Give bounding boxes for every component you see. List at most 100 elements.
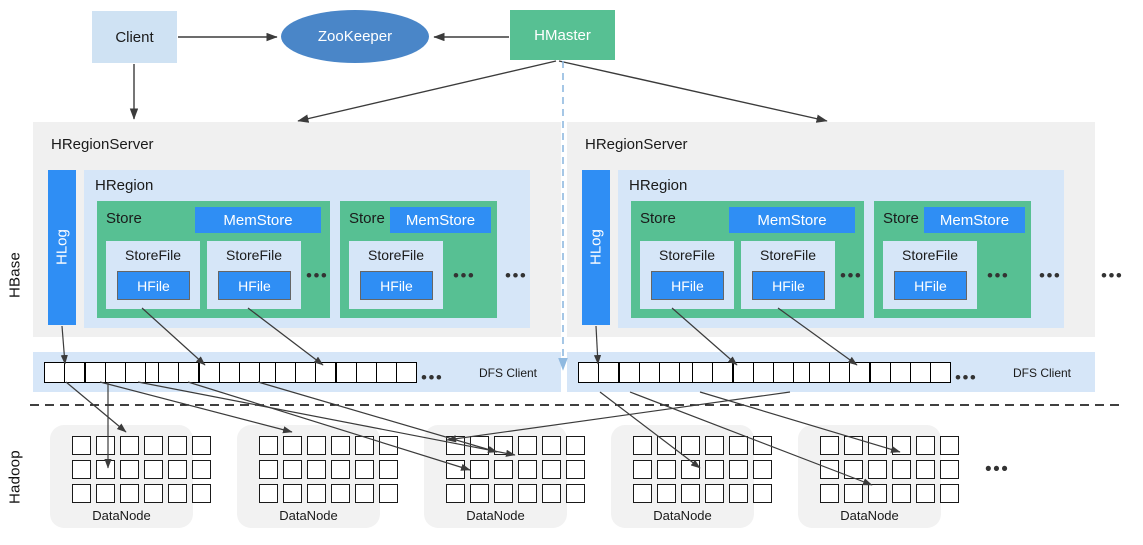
block-cell[interactable] xyxy=(712,362,733,383)
store-label: Store xyxy=(883,210,919,227)
datanode-block xyxy=(470,484,489,503)
store-2-2[interactable]: Store MemStore StoreFile HFile ••• xyxy=(874,201,1031,318)
block-cell[interactable] xyxy=(105,362,126,383)
datanode-block xyxy=(283,460,302,479)
memstore[interactable]: MemStore xyxy=(729,207,855,233)
datanode-block xyxy=(681,460,700,479)
hfile[interactable]: HFile xyxy=(894,271,967,300)
block-cell[interactable] xyxy=(773,362,794,383)
dfs-client-strip-2[interactable]: ••• DFS Client xyxy=(567,352,1095,392)
storefile-1[interactable]: StoreFile HFile xyxy=(349,241,443,309)
block-cell[interactable] xyxy=(618,362,640,383)
block-cell[interactable] xyxy=(809,362,830,383)
block-cell[interactable] xyxy=(890,362,911,383)
datanode-4[interactable]: DataNode xyxy=(611,425,772,528)
client-node[interactable]: Client xyxy=(92,11,177,63)
block-cell[interactable] xyxy=(829,362,850,383)
storefile-label: StoreFile xyxy=(901,247,959,263)
dfs-client-label: DFS Client xyxy=(1013,366,1072,380)
datanode-3[interactable]: DataNode xyxy=(424,425,585,528)
datanode-block xyxy=(470,460,489,479)
storefile-2[interactable]: StoreFile HFile xyxy=(741,241,835,309)
datanode-block xyxy=(96,460,115,479)
datanode-block xyxy=(868,484,887,503)
store-label: Store xyxy=(106,210,142,227)
datanode-block xyxy=(940,484,959,503)
block-cell[interactable] xyxy=(198,362,220,383)
layer-label-hadoop: Hadoop xyxy=(6,450,24,505)
block-cell[interactable] xyxy=(44,362,65,383)
datanode-block xyxy=(753,460,772,479)
block-cell[interactable] xyxy=(598,362,619,383)
block-cell[interactable] xyxy=(910,362,931,383)
datanode-block xyxy=(916,460,935,479)
datanode-1[interactable]: DataNode xyxy=(50,425,211,528)
block-cell[interactable] xyxy=(869,362,891,383)
block-cell[interactable] xyxy=(295,362,316,383)
hfile[interactable]: HFile xyxy=(218,271,291,300)
store-label: Store xyxy=(640,210,676,227)
datanode-block xyxy=(729,484,748,503)
datanode-block xyxy=(566,436,585,455)
datanode-block xyxy=(144,436,163,455)
block-cell[interactable] xyxy=(376,362,397,383)
block-cell[interactable] xyxy=(753,362,774,383)
hfile[interactable]: HFile xyxy=(752,271,825,300)
storefile-ellipsis: ••• xyxy=(306,266,329,285)
block-group-3[interactable] xyxy=(809,362,951,383)
block-cell[interactable] xyxy=(659,362,680,383)
block-cell[interactable] xyxy=(732,362,754,383)
storefile-2[interactable]: StoreFile HFile xyxy=(207,241,301,309)
hmaster-node[interactable]: HMaster xyxy=(510,10,615,60)
datanode-block xyxy=(494,436,513,455)
dfs-ellipsis: ••• xyxy=(421,368,444,387)
datanode-block xyxy=(844,436,863,455)
block-cell[interactable] xyxy=(64,362,85,383)
datanode-label: DataNode xyxy=(466,508,525,523)
block-cell[interactable] xyxy=(930,362,951,383)
dfs-client-strip-1[interactable]: ••• DFS Client xyxy=(33,352,561,392)
block-cell[interactable] xyxy=(125,362,146,383)
block-cell[interactable] xyxy=(178,362,199,383)
block-cell[interactable] xyxy=(396,362,417,383)
block-cell[interactable] xyxy=(578,362,599,383)
block-cell[interactable] xyxy=(639,362,660,383)
hfile[interactable]: HFile xyxy=(117,271,190,300)
datanode-2[interactable]: DataNode xyxy=(237,425,398,528)
hfile[interactable]: HFile xyxy=(360,271,433,300)
block-cell[interactable] xyxy=(849,362,870,383)
memstore[interactable]: MemStore xyxy=(924,207,1025,233)
memstore[interactable]: MemStore xyxy=(195,207,321,233)
block-cell[interactable] xyxy=(356,362,377,383)
storefile-1[interactable]: StoreFile HFile xyxy=(883,241,977,309)
block-cell[interactable] xyxy=(335,362,357,383)
block-cell[interactable] xyxy=(219,362,240,383)
block-cell[interactable] xyxy=(692,362,713,383)
storefile-1[interactable]: StoreFile HFile xyxy=(640,241,734,309)
block-cell[interactable] xyxy=(315,362,336,383)
store-1-2[interactable]: Store MemStore StoreFile HFile ••• xyxy=(340,201,497,318)
datanode-block xyxy=(446,460,465,479)
datanode-5[interactable]: DataNode xyxy=(798,425,959,528)
hlog-1[interactable]: HLog xyxy=(48,170,76,325)
block-group-3[interactable] xyxy=(275,362,417,383)
block-cell[interactable] xyxy=(158,362,179,383)
block-cell[interactable] xyxy=(275,362,296,383)
datanode-block xyxy=(705,460,724,479)
memstore[interactable]: MemStore xyxy=(390,207,491,233)
hfile[interactable]: HFile xyxy=(651,271,724,300)
hregion-ellipsis-2: ••• xyxy=(1039,266,1062,285)
block-cell[interactable] xyxy=(239,362,260,383)
datanode-block xyxy=(446,436,465,455)
store-2-1[interactable]: Store MemStore StoreFile HFile StoreFile… xyxy=(631,201,864,318)
datanode-block xyxy=(168,484,187,503)
datanode-block xyxy=(657,460,676,479)
datanode-block xyxy=(379,460,398,479)
storefile-1[interactable]: StoreFile HFile xyxy=(106,241,200,309)
hlog-2[interactable]: HLog xyxy=(582,170,610,325)
zookeeper-node[interactable]: ZooKeeper xyxy=(281,10,429,63)
datanode-blocks xyxy=(820,436,960,504)
block-cell[interactable] xyxy=(84,362,106,383)
datanode-block xyxy=(729,460,748,479)
store-1-1[interactable]: Store MemStore StoreFile HFile StoreFile… xyxy=(97,201,330,318)
